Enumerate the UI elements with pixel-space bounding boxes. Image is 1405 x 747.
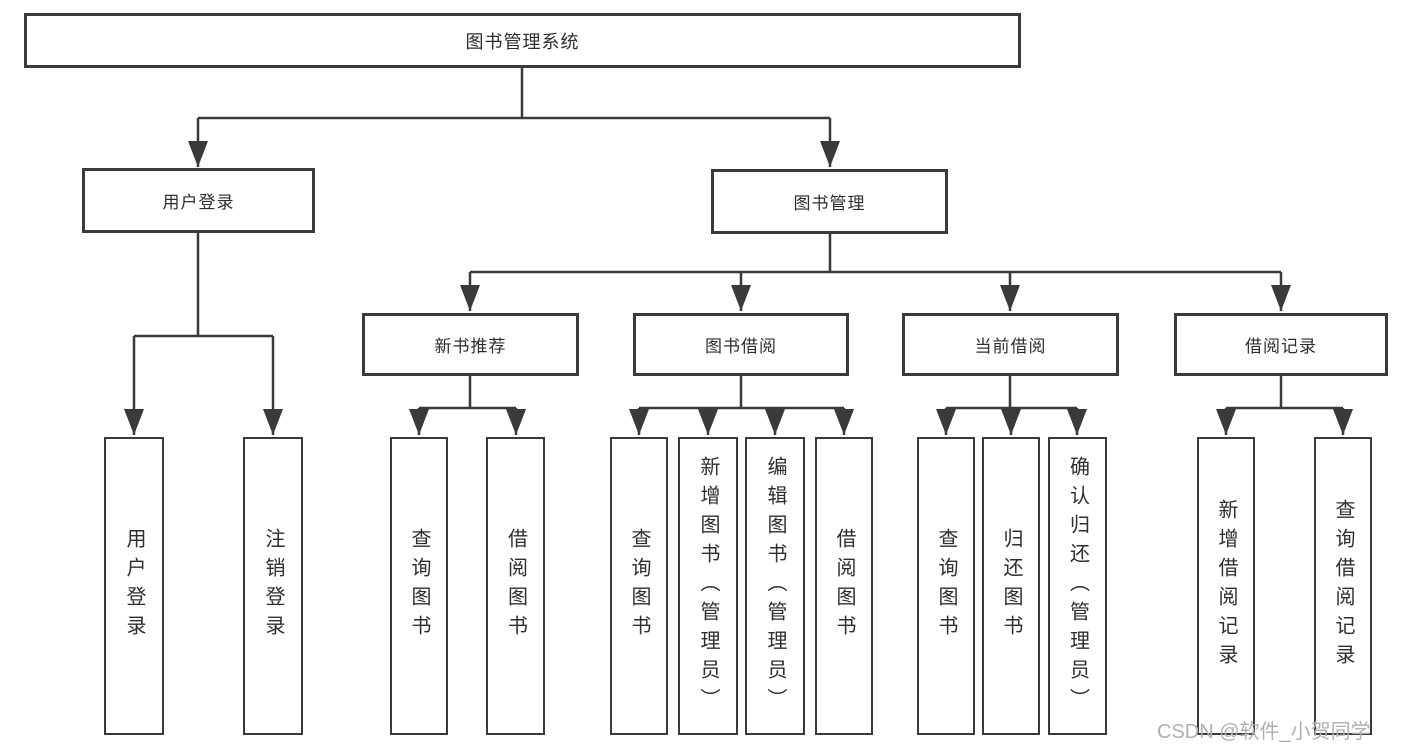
leaf-query-books-borrowing: 查询图书 (610, 437, 668, 735)
leaf-label: 归还图书 (1000, 528, 1022, 644)
leaf-label: 查询图书 (628, 528, 650, 644)
leaf-logout: 注销登录 (243, 437, 303, 735)
node-book-borrowing: 图书借阅 (633, 313, 849, 376)
leaf-label: 新增借阅记录 (1215, 499, 1237, 673)
leaf-add-borrow-record: 新增借阅记录 (1197, 437, 1255, 735)
leaf-label: 查询图书 (935, 528, 957, 644)
leaf-label: 注销登录 (262, 528, 284, 644)
node-borrowing-records: 借阅记录 (1174, 313, 1388, 376)
leaf-query-books-current: 查询图书 (917, 437, 975, 735)
leaf-borrow-books-borrowing: 借阅图书 (815, 437, 873, 735)
leaf-label: 确认归还（管理员） (1066, 455, 1089, 717)
node-current-borrowing: 当前借阅 (902, 313, 1119, 376)
leaf-user-login: 用户登录 (104, 437, 164, 735)
leaf-add-book-admin: 新增图书（管理员） (678, 437, 738, 735)
leaf-confirm-return-admin: 确认归还（管理员） (1048, 437, 1107, 735)
leaf-label: 编辑图书（管理员） (764, 455, 786, 717)
node-library-management-system: 图书管理系统 (24, 13, 1021, 68)
leaf-label: 查询借阅记录 (1332, 499, 1354, 673)
node-new-book-recommendation: 新书推荐 (362, 313, 579, 376)
connector-arrows (124, 118, 1353, 435)
leaf-label: 查询图书 (408, 528, 430, 644)
node-book-management: 图书管理 (711, 169, 948, 234)
leaf-label: 用户登录 (123, 528, 145, 644)
leaf-label: 借阅图书 (504, 528, 527, 644)
node-user-login-group: 用户登录 (82, 168, 315, 233)
leaf-label: 新增图书（管理员） (697, 455, 719, 717)
leaf-query-borrow-record: 查询借阅记录 (1314, 437, 1372, 735)
watermark-text: CSDN @软件_小贺同学 (1157, 721, 1371, 743)
leaf-return-books: 归还图书 (982, 437, 1040, 735)
leaf-label: 借阅图书 (833, 528, 855, 644)
leaf-borrow-books-recommend: 借阅图书 (486, 437, 545, 735)
leaf-edit-book-admin: 编辑图书（管理员） (745, 437, 805, 735)
leaf-query-books-recommend: 查询图书 (390, 437, 448, 735)
